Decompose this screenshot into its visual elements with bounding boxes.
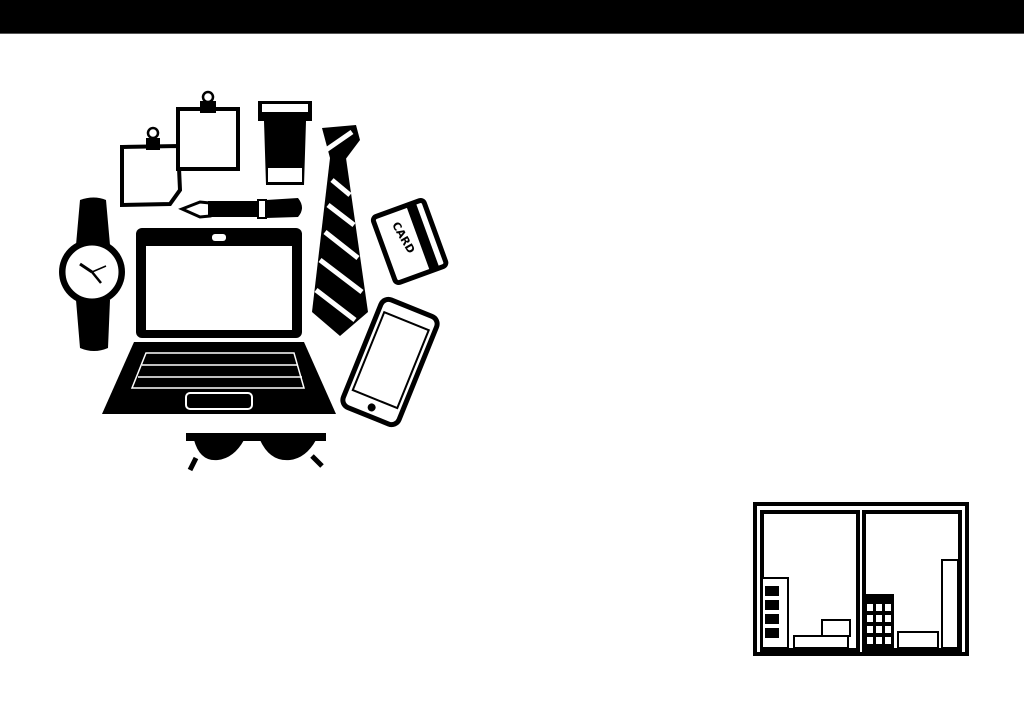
sticky-note-large-icon (176, 90, 240, 171)
necktie-icon (312, 125, 368, 336)
coffee-cup-icon (258, 101, 312, 185)
laptop-icon (102, 228, 336, 414)
city-window-thumbnail-icon (753, 502, 969, 656)
wristwatch-icon (59, 197, 125, 351)
top-bar (0, 0, 1024, 34)
sticky-note-small-icon (120, 126, 183, 208)
glasses-icon (186, 433, 326, 472)
credit-card-icon: CARD (370, 198, 449, 286)
smartphone-icon (340, 296, 440, 428)
fountain-pen-icon (178, 198, 302, 219)
